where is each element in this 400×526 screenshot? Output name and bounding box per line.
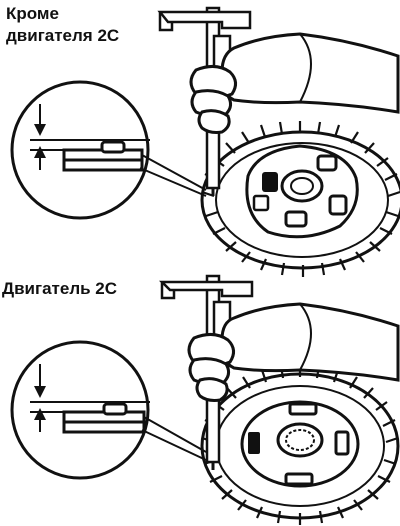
rivet-depth-detail-icon [10, 80, 207, 220]
bottom-illustration [10, 274, 400, 525]
clutch-disc-icon [200, 365, 400, 525]
caption-engine-2c: Двигатель 2С [2, 279, 118, 298]
caption-except-2c-line1: Кроме [6, 4, 59, 23]
caption-except-2c-line2: двигателя 2С [6, 26, 120, 45]
clutch-disc-icon [200, 121, 400, 277]
top-illustration [10, 6, 400, 277]
hand-icon [189, 32, 400, 134]
rivet-depth-detail-icon [10, 340, 207, 480]
hand-icon [187, 302, 400, 402]
